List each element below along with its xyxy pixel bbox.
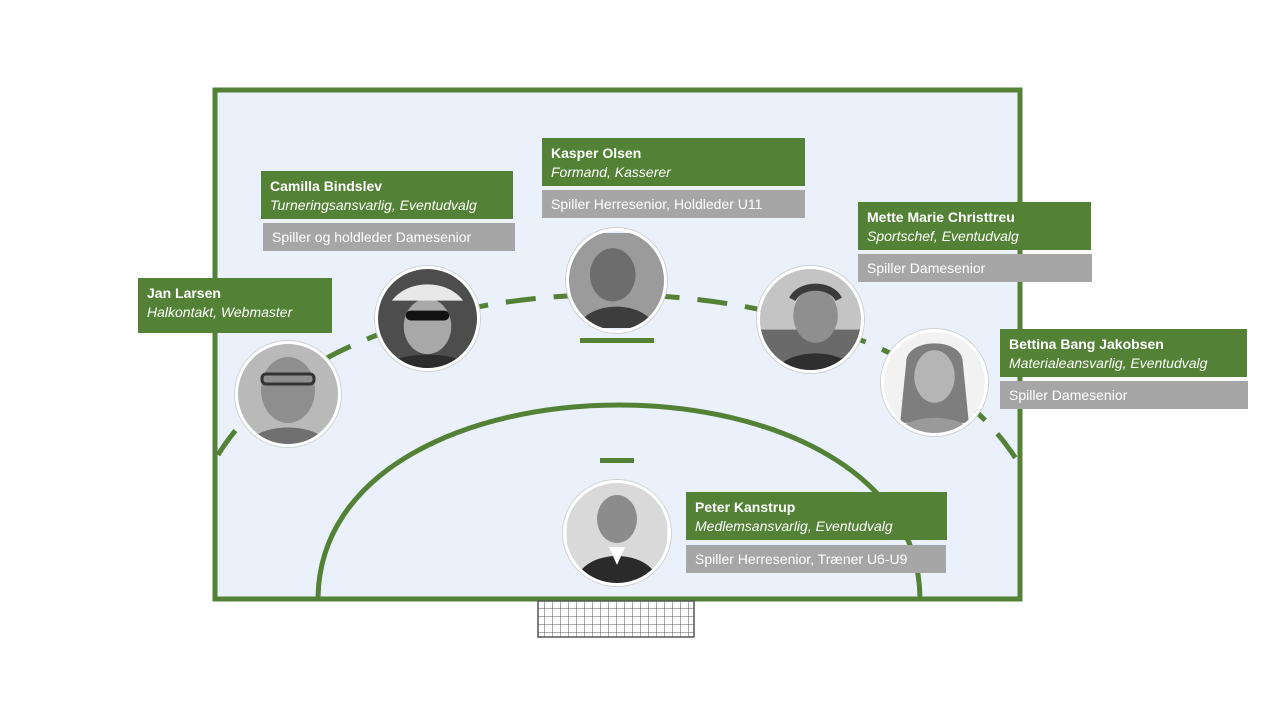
goal-net: [537, 600, 695, 638]
member-card-peter-kanstrup: Peter Kanstrup Medlemsansvarlig, Eventud…: [686, 492, 947, 573]
goalkeeper-line: [600, 458, 634, 463]
person-photo-icon: [567, 483, 667, 583]
member-player-info: Spiller Damesenior: [1000, 381, 1248, 409]
avatar-camilla-bindslev: [375, 266, 480, 371]
member-card-bettina-bang-jakobsen: Bettina Bang Jakobsen Materialeansvarlig…: [1000, 329, 1248, 409]
member-role: Sportschef, Eventudvalg: [867, 228, 1019, 244]
member-card-kasper-olsen: Kasper Olsen Formand, Kasserer Spiller H…: [542, 138, 805, 218]
person-photo-icon: [884, 332, 985, 433]
avatar-jan-larsen: [235, 341, 341, 447]
member-title-box: Jan Larsen Halkontakt, Webmaster: [138, 278, 332, 333]
member-card-jan-larsen: Jan Larsen Halkontakt, Webmaster: [138, 278, 332, 333]
member-player-info: Spiller og holdleder Damesenior: [263, 223, 515, 251]
avatar-bettina-bang-jakobsen: [881, 329, 988, 436]
member-role: Medlemsansvarlig, Eventudvalg: [695, 518, 893, 534]
member-title-box: Mette Marie Christtreu Sportschef, Event…: [858, 202, 1091, 250]
avatar-peter-kanstrup: [563, 480, 671, 586]
member-name: Kasper Olsen: [551, 145, 642, 161]
member-player-info: Spiller Damesenior: [858, 254, 1092, 282]
member-title-box: Bettina Bang Jakobsen Materialeansvarlig…: [1000, 329, 1247, 377]
member-player-info: Spiller Herresenior, Holdleder U11: [542, 190, 805, 218]
member-role: Turneringsansvarlig, Eventudvalg: [270, 197, 477, 213]
avatar-mette-marie-christtreu: [757, 266, 864, 373]
seven-meter-mark: [580, 338, 654, 343]
member-name: Bettina Bang Jakobsen: [1009, 336, 1164, 352]
member-title-box: Kasper Olsen Formand, Kasserer: [542, 138, 805, 186]
avatar-kasper-olsen: [566, 228, 667, 333]
member-title-box: Camilla Bindslev Turneringsansvarlig, Ev…: [261, 171, 513, 219]
member-title-box: Peter Kanstrup Medlemsansvarlig, Eventud…: [686, 492, 947, 540]
person-photo-icon: [238, 344, 338, 444]
member-player-info: Spiller Herresenior, Træner U6-U9: [686, 545, 946, 573]
member-name: Camilla Bindslev: [270, 178, 383, 194]
member-role: Halkontakt, Webmaster: [147, 304, 293, 320]
person-photo-icon: [378, 269, 477, 368]
person-photo-icon: [569, 233, 664, 328]
member-role: Materialeansvarlig, Eventudvalg: [1009, 355, 1208, 371]
member-role: Formand, Kasserer: [551, 164, 671, 180]
person-photo-icon: [760, 269, 861, 370]
member-name: Mette Marie Christtreu: [867, 209, 1015, 225]
member-card-mette-marie-christtreu: Mette Marie Christtreu Sportschef, Event…: [858, 202, 1092, 282]
member-card-camilla-bindslev: Camilla Bindslev Turneringsansvarlig, Ev…: [261, 171, 515, 251]
member-name: Peter Kanstrup: [695, 499, 796, 515]
member-name: Jan Larsen: [147, 285, 221, 301]
